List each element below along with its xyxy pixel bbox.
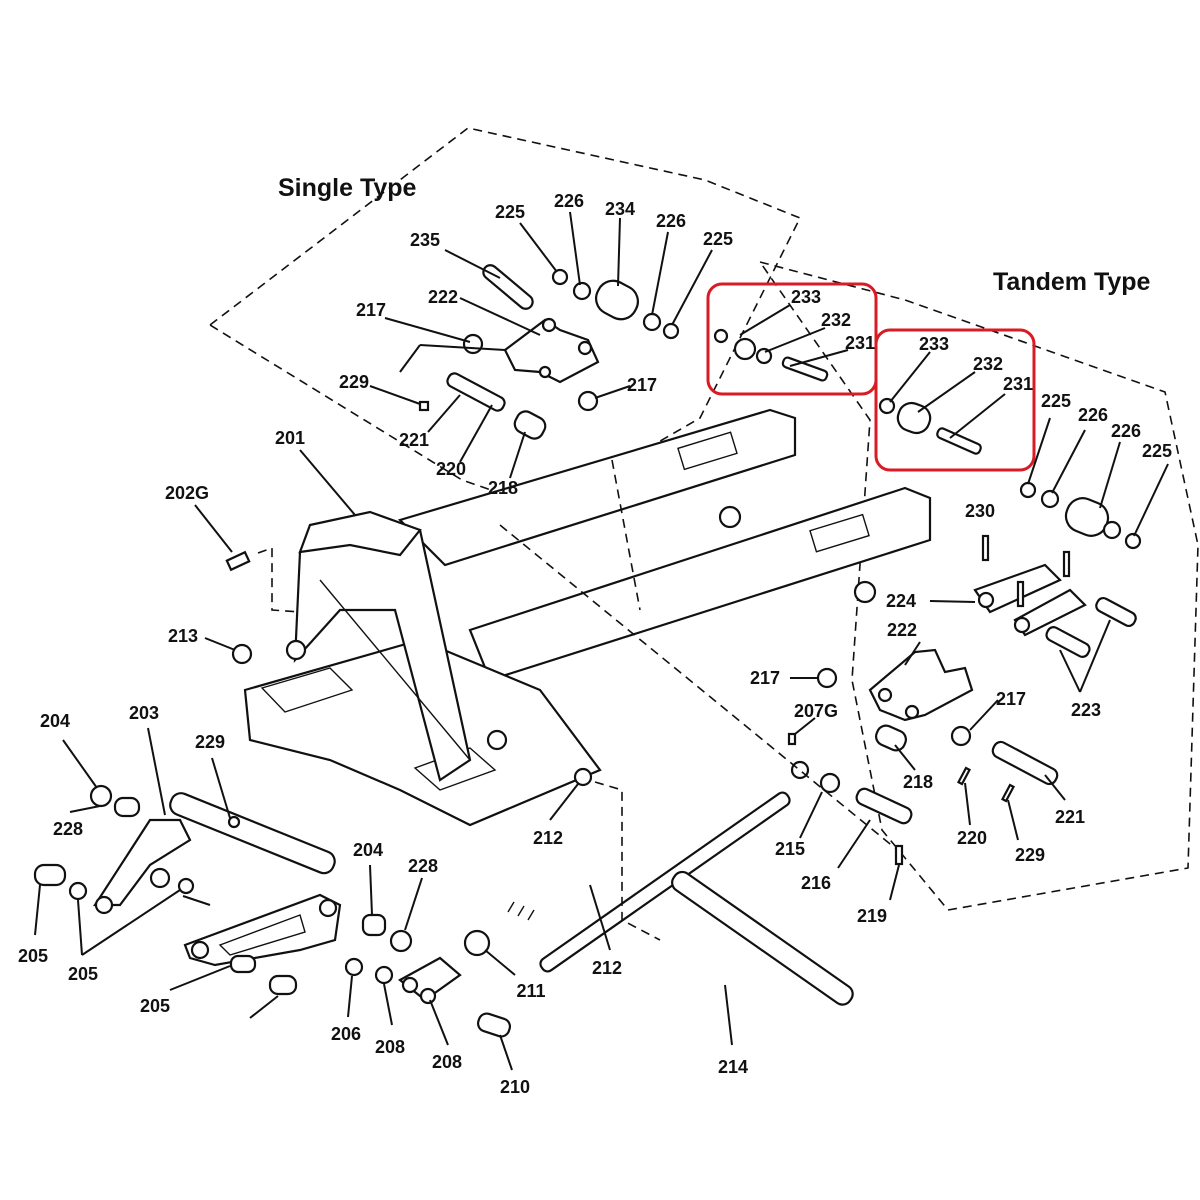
label-233: 233 — [791, 287, 821, 307]
label-215: 215 — [775, 839, 805, 859]
label-201: 201 — [275, 428, 305, 448]
label-203: 203 — [129, 703, 159, 723]
label-229: 229 — [339, 372, 369, 392]
label-216: 216 — [801, 873, 831, 893]
label-217: 217 — [750, 668, 780, 688]
single-type-heading: Single Type — [278, 174, 417, 202]
tandem-axle-highlight-box — [874, 328, 1036, 472]
label-207g: 207G — [794, 701, 838, 721]
label-229: 229 — [1015, 845, 1045, 865]
label-206: 206 — [331, 1024, 361, 1044]
label-220: 220 — [436, 459, 466, 479]
label-226: 226 — [656, 211, 686, 231]
label-218: 218 — [903, 772, 933, 792]
single-type-group-outline — [208, 127, 802, 501]
linkage-dashed-lines — [257, 459, 896, 941]
tandem-type-heading: Tandem Type — [993, 268, 1151, 296]
label-202g: 202G — [165, 483, 209, 503]
label-234: 234 — [605, 199, 635, 219]
label-205: 205 — [68, 964, 98, 984]
single-type-parts — [418, 264, 680, 440]
label-235: 235 — [410, 230, 440, 250]
single-axle-parts — [713, 328, 829, 382]
frame-201 — [243, 408, 932, 827]
label-208: 208 — [432, 1052, 462, 1072]
label-219: 219 — [857, 906, 887, 926]
label-225: 225 — [1041, 391, 1071, 411]
label-232: 232 — [973, 354, 1003, 374]
label-222: 222 — [887, 620, 917, 640]
label-217: 217 — [356, 300, 386, 320]
label-226: 226 — [1111, 421, 1141, 441]
label-217: 217 — [996, 689, 1026, 709]
label-222: 222 — [428, 287, 458, 307]
label-212: 212 — [533, 828, 563, 848]
tandem-axle-parts — [878, 397, 982, 455]
leader-lines — [34, 211, 1169, 1071]
label-228: 228 — [408, 856, 438, 876]
label-226: 226 — [554, 191, 584, 211]
label-230: 230 — [965, 501, 995, 521]
label-210: 210 — [500, 1077, 530, 1097]
label-218: 218 — [488, 478, 518, 498]
label-221: 221 — [1055, 807, 1085, 827]
label-217: 217 — [627, 375, 657, 395]
label-204: 204 — [40, 711, 70, 731]
label-205: 205 — [140, 996, 170, 1016]
label-221: 221 — [399, 430, 429, 450]
label-205: 205 — [18, 946, 48, 966]
label-214: 214 — [718, 1057, 748, 1077]
part-labels: 225 226 234 226 225 235 222 217 217 229 … — [18, 191, 1172, 1097]
label-211: 211 — [516, 981, 545, 1001]
label-225: 225 — [703, 229, 733, 249]
label-224: 224 — [886, 591, 916, 611]
label-225: 225 — [1142, 441, 1172, 461]
label-228: 228 — [53, 819, 83, 839]
tandem-type-parts — [816, 481, 1142, 803]
label-231: 231 — [1003, 374, 1033, 394]
label-223: 223 — [1071, 700, 1101, 720]
label-233: 233 — [919, 334, 949, 354]
label-225: 225 — [495, 202, 525, 222]
label-208: 208 — [375, 1037, 405, 1057]
label-232: 232 — [821, 310, 851, 330]
label-212: 212 — [592, 958, 622, 978]
label-229: 229 — [195, 732, 225, 752]
label-220: 220 — [957, 828, 987, 848]
label-204: 204 — [353, 840, 383, 860]
label-213: 213 — [168, 626, 198, 646]
label-226: 226 — [1078, 405, 1108, 425]
label-231: 231 — [845, 333, 875, 353]
